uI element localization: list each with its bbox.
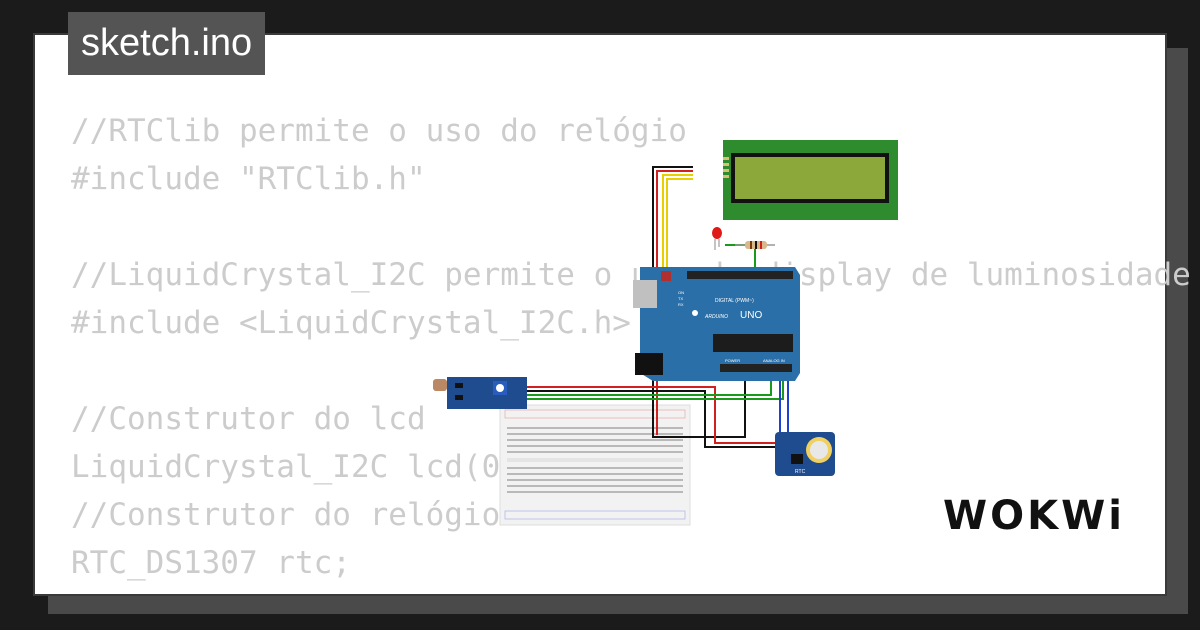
circuit-diagram: DIGITAL (PWM~) UNO ARDUINO ANALOG IN POW… [433, 140, 898, 526]
preview-card: //RTClib permite o uso do relógio #includ… [33, 33, 1191, 596]
wire-green [505, 377, 772, 396]
wire-black [505, 390, 775, 448]
resistor [735, 241, 775, 249]
rtc-module: RTC [775, 432, 835, 476]
wire-red [505, 386, 775, 444]
led [712, 227, 722, 250]
label-tx: TX [678, 296, 683, 301]
lcd-display [723, 140, 898, 220]
code-preview: //RTClib permite o uso do relógio #includ… [71, 107, 1191, 587]
wire-yellow [662, 174, 693, 273]
code-line: //RTClib permite o uso do relógio [71, 113, 687, 149]
label-digital: DIGITAL (PWM~) [715, 298, 754, 304]
label-rx: RX [678, 302, 684, 307]
label-arduino: ARDUINO [704, 314, 728, 320]
code-line: #include <LiquidCrystal_I2C.h> [71, 305, 631, 341]
code-line: //Construtor do relógio [71, 497, 501, 533]
code-line: //Construtor do lcd [71, 401, 426, 437]
label-uno: UNO [740, 310, 762, 321]
label-on: ON [678, 290, 684, 295]
arduino-uno-board: DIGITAL (PWM~) UNO ARDUINO ANALOG IN POW… [633, 267, 800, 381]
label-analog: ANALOG IN [763, 358, 785, 363]
breadboard [499, 404, 691, 526]
file-title-tab: sketch.ino [68, 12, 266, 75]
wokwi-logo: WOKWi [943, 493, 1125, 539]
code-line: #include "RTClib.h" [71, 161, 426, 197]
rtc-label: RTC [795, 469, 806, 475]
label-power: POWER [725, 358, 740, 363]
code-line: RTC_DS1307 rtc; [71, 545, 351, 581]
code-line: //LiquidCrystal_I2C permite o uso do dis… [71, 257, 1191, 293]
light-sensor-module [433, 377, 527, 409]
wire-green [505, 377, 784, 400]
wire-yellow [666, 178, 693, 273]
